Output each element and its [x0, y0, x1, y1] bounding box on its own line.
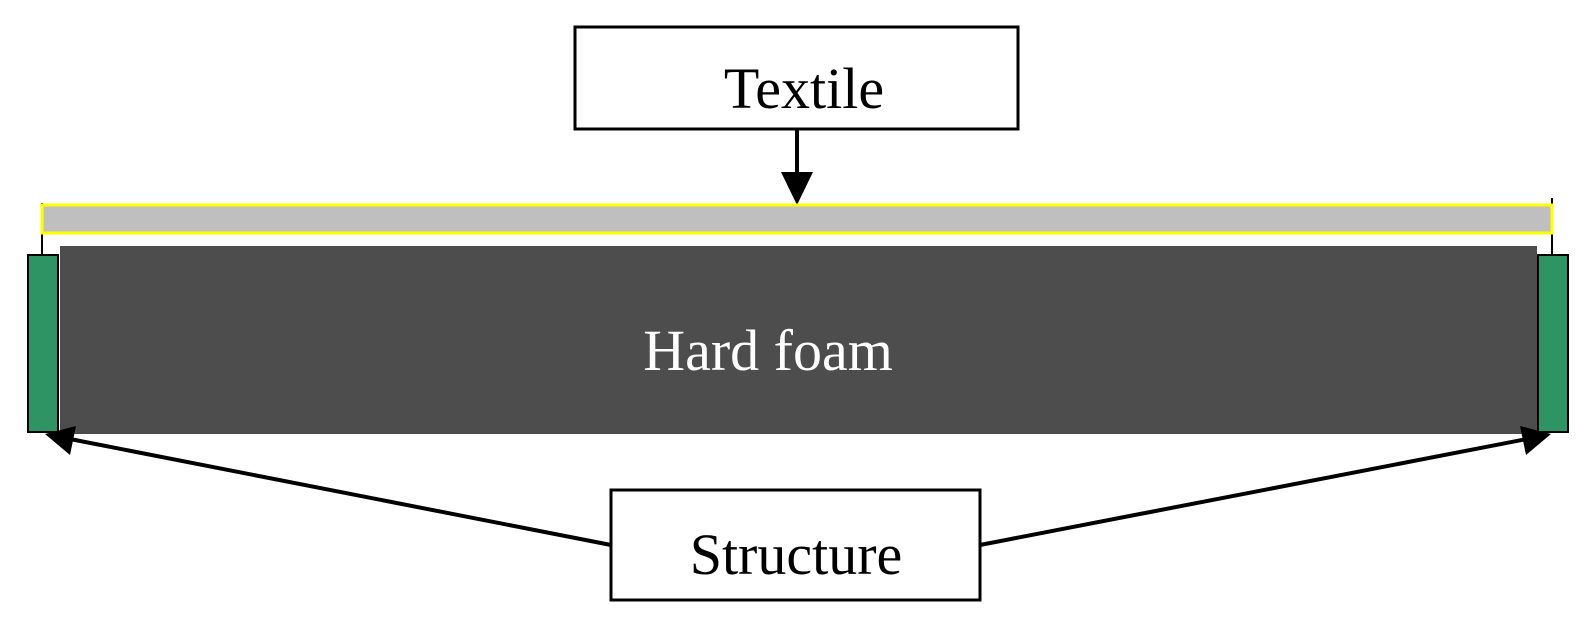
- structure-label: Structure: [690, 522, 903, 587]
- textile-layer: [40, 203, 1554, 235]
- structure-arrow-right-shaft: [979, 437, 1528, 547]
- textile-arrow-head: [781, 172, 813, 205]
- textile-label: Textile: [724, 56, 884, 121]
- hard-foam-layer: [60, 246, 1537, 434]
- structure-right: [1537, 254, 1569, 433]
- hard-foam-label: Hard foam: [643, 318, 893, 383]
- structure-arrow-right-head: [1520, 426, 1551, 455]
- structure-arrow-left-shaft: [69, 437, 612, 547]
- textile-label-box: [573, 25, 1020, 131]
- structure-arrow-left-head: [45, 426, 76, 455]
- structure-left: [27, 254, 59, 433]
